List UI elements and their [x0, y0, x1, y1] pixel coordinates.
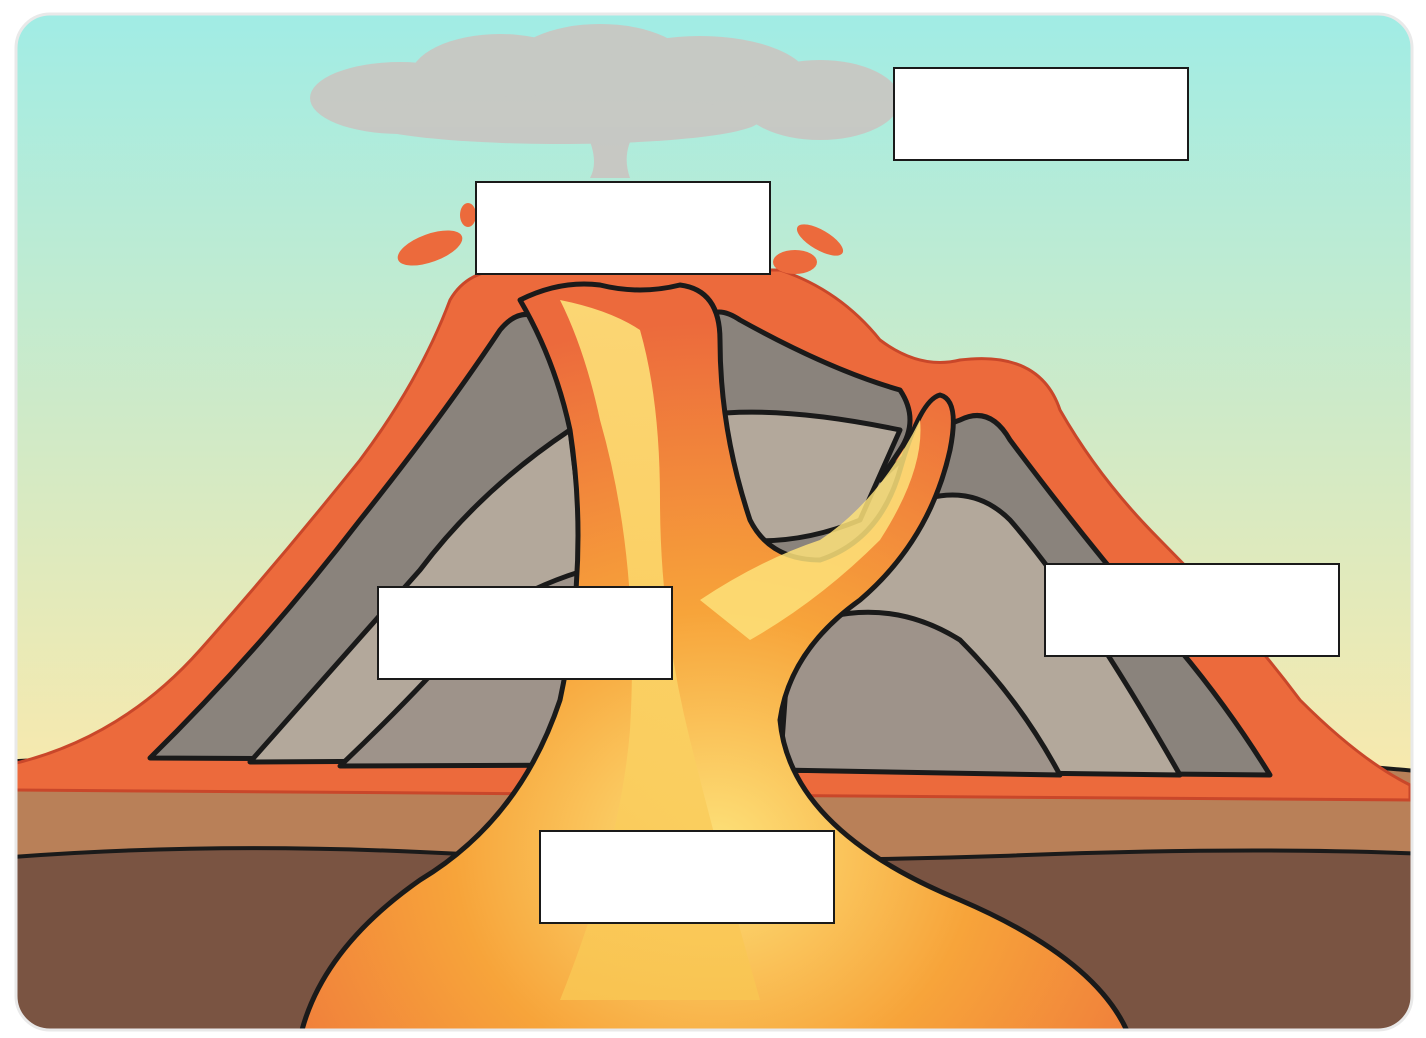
label-box-ash-cloud[interactable] — [893, 67, 1189, 161]
label-box-rock-layers[interactable] — [1044, 563, 1340, 657]
label-box-magma-chamber[interactable] — [539, 830, 835, 924]
label-box-crater[interactable] — [475, 181, 771, 275]
label-box-main-vent[interactable] — [377, 586, 673, 680]
